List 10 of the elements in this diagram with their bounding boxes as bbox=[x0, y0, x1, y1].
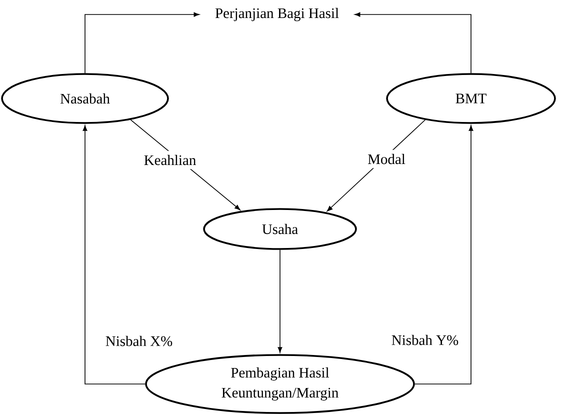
arrow bbox=[82, 125, 146, 384]
edge-label: Nisbah X% bbox=[103, 332, 175, 350]
edge-label: Keahlian bbox=[142, 150, 198, 170]
node-text: Perjanjian Bagi Hasil bbox=[215, 8, 339, 22]
arrow bbox=[84, 12, 200, 74]
arrow bbox=[278, 249, 282, 353]
edge-label: Modal bbox=[366, 150, 408, 168]
arrow bbox=[354, 12, 472, 74]
edge-label: Nisbah Y% bbox=[389, 330, 461, 350]
arrow bbox=[414, 125, 474, 384]
